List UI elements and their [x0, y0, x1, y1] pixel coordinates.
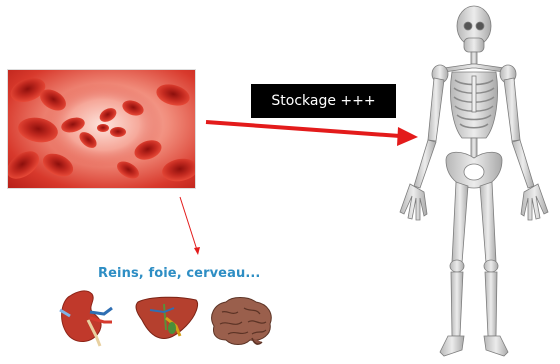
skeleton-figure: [400, 6, 548, 356]
